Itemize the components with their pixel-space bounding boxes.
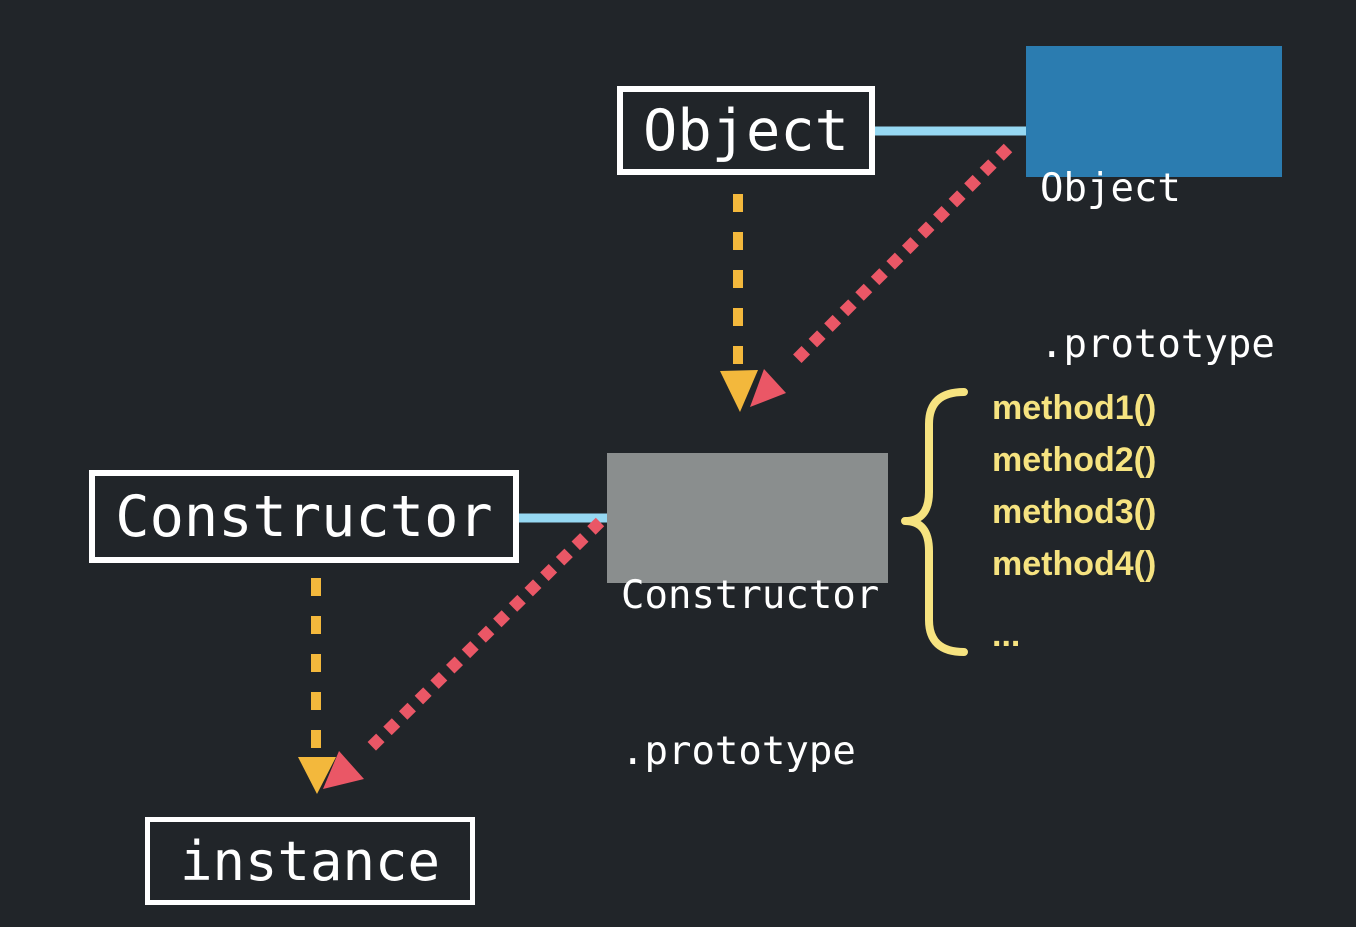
dotted-arrowhead-constructor-prototype-to-instance <box>323 751 364 789</box>
methods-list: method1() method2() method3() method4() … <box>992 382 1156 661</box>
dashed-arrowhead-constructor-to-instance <box>298 757 336 794</box>
constructor-prototype-box: Constructor .prototype <box>607 453 888 774</box>
constructor-box: Constructor <box>89 470 519 563</box>
method-item: method3() <box>992 493 1157 531</box>
object-box: Object <box>617 86 875 175</box>
method-item: method2() <box>992 441 1157 479</box>
constructor-prototype-label-line2: .prototype <box>621 729 856 774</box>
constructor-label: Constructor <box>115 483 493 550</box>
instance-box: instance <box>145 817 475 905</box>
dotted-arrowhead-object-prototype-to-constructor-prototype <box>750 369 786 407</box>
constructor-prototype-label-line1: Constructor <box>621 573 880 618</box>
object-prototype-label-line2: .prototype <box>1040 322 1275 367</box>
object-prototype-label-line1: Object <box>1040 166 1181 211</box>
dotted-arrow-object-prototype-to-constructor-prototype <box>787 143 1013 369</box>
dashed-arrowhead-object-to-constructor-prototype <box>720 370 758 412</box>
method-item: method4() <box>992 545 1157 583</box>
methods-ellipsis: ... <box>992 616 1021 654</box>
methods-brace <box>901 388 968 656</box>
dotted-arrow-constructor-prototype-to-instance <box>361 517 605 757</box>
method-item: method1() <box>992 389 1157 427</box>
object-label: Object <box>643 97 849 164</box>
instance-label: instance <box>179 829 441 893</box>
object-prototype-box: Object .prototype <box>1026 46 1282 367</box>
